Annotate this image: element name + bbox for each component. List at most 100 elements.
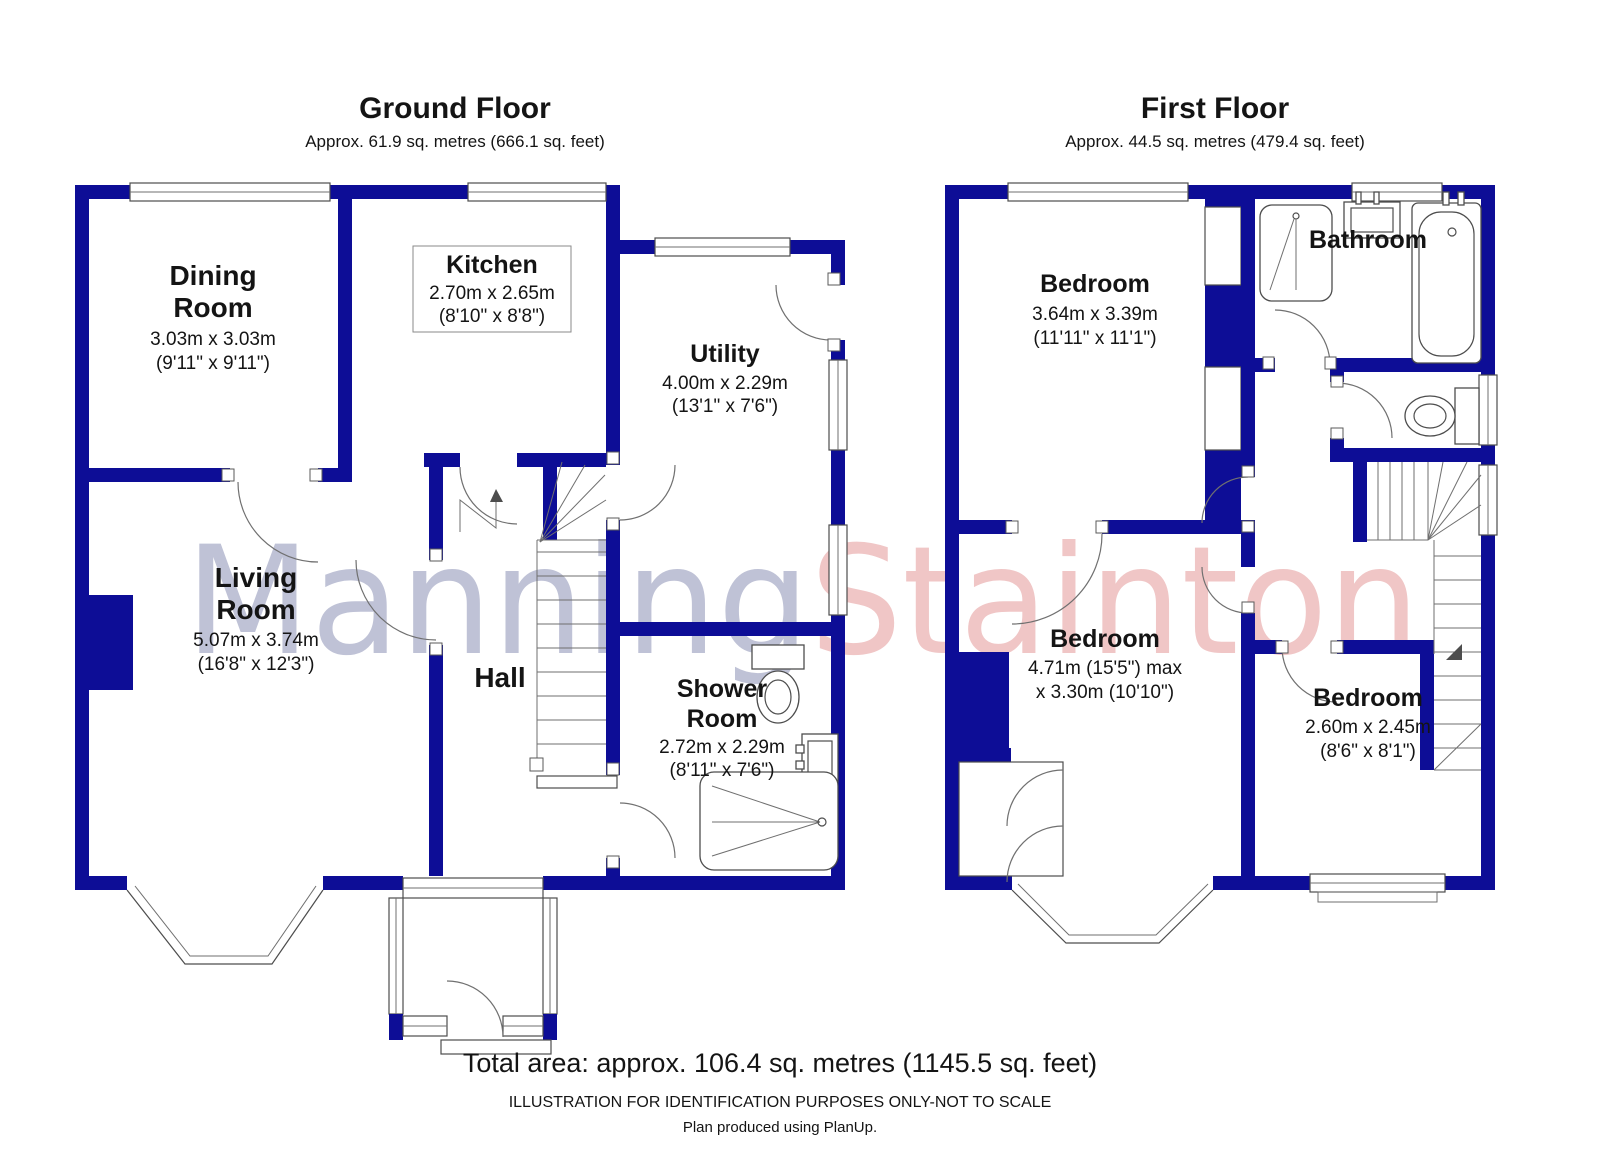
first-floor-windows [1007,182,1498,944]
first-door-jambs [1005,356,1344,654]
watermark-stainton: Stainton [810,515,1420,689]
total-area-text: Total area: approx. 106.4 sq. metres (11… [463,1048,1097,1078]
svg-text:Room: Room [687,705,758,733]
porch [388,877,558,1055]
wc-door-arc [1336,382,1393,439]
first-floor-subtitle: Approx. 44.5 sq. metres (479.4 sq. feet) [1065,132,1365,151]
stairs-window [1478,464,1498,536]
shower-room-door-arc [619,802,676,859]
svg-text:Bedroom: Bedroom [1313,684,1423,712]
svg-text:4.71m (15'5") max: 4.71m (15'5") max [1028,658,1182,679]
front-door-arc [446,980,504,1038]
ground-floor-walls [75,185,845,890]
bathroom-fixtures [1259,191,1482,445]
kitchen-label: Kitchen 2.70m x 2.65m (8'10" x 8'8") [412,245,572,333]
footer: Total area: approx. 106.4 sq. metres (11… [463,1048,1097,1136]
shower-room-label: Shower Room 2.72m x 2.29m (8'11" x 7'6") [659,675,785,781]
utility-back-door-arc [775,284,832,341]
front-step [440,1039,552,1055]
stairs-ground [459,461,618,789]
svg-text:Kitchen: Kitchen [446,251,538,279]
watermark-manning: Manning [185,515,810,689]
svg-text:Bedroom: Bedroom [1050,625,1160,653]
svg-text:3.03m x 3.03m: 3.03m x 3.03m [150,329,276,350]
bedroom2-landing-door-arc [1201,566,1249,614]
svg-text:3.64m x 3.39m: 3.64m x 3.39m [1032,304,1158,325]
utility-window [654,237,791,257]
toilet-icon [751,644,805,724]
kitchen-window [467,182,607,202]
first-floor-plan: First Floor Approx. 44.5 sq. metres (479… [945,92,1498,944]
svg-text:Living: Living [215,562,297,593]
disclaimer-text: ILLUSTRATION FOR IDENTIFICATION PURPOSES… [509,1094,1052,1111]
ground-door-jambs [221,272,841,869]
svg-text:Shower: Shower [677,675,768,703]
stairs-arrow-head [1446,644,1462,660]
svg-text:Room: Room [173,292,252,323]
bath-icon [1411,191,1482,364]
bedroom3-window [1309,873,1446,903]
bedroom2-label: Bedroom 4.71m (15'5") max x 3.30m (10'10… [1028,625,1182,703]
bedroom1-label: Bedroom 3.64m x 3.39m (11'11" x 11'1") [1032,270,1158,349]
svg-text:2.72m x 2.29m: 2.72m x 2.29m [659,737,785,758]
bedroom1-door-arc [1201,476,1249,524]
wc-toilet-icon [1404,387,1480,445]
hall-label: Hall [474,662,525,693]
bedroom3-door-arc [1281,646,1338,703]
ground-floor-labels: Ground Floor Approx. 61.9 sq. metres (66… [150,92,788,781]
svg-text:2.70m x 2.65m: 2.70m x 2.65m [429,283,555,304]
svg-text:(9'11" x 9'11"): (9'11" x 9'11") [156,353,270,374]
fireplace-first [959,652,1009,748]
living-room-door-arc [355,559,437,641]
side-window-lower [828,524,848,616]
svg-text:(8'6" x 8'1"): (8'6" x 8'1") [1320,741,1416,762]
bedroom2-door-arc [1011,533,1103,625]
shower-room-fixtures [699,644,839,871]
svg-text:(16'8" x 12'3"): (16'8" x 12'3") [198,654,315,675]
dining-living-door-arc [237,481,319,563]
bathroom-sink-icon [1343,191,1401,239]
bay-window-ground [126,885,324,965]
shower-tray-icon [699,771,839,871]
ground-floor-subtitle: Approx. 61.9 sq. metres (666.1 sq. feet) [305,132,605,151]
living-room-label: Living Room 5.07m x 3.74m (16'8" x 12'3"… [193,562,319,675]
ground-floor-plan: Ground Floor Approx. 61.9 sq. metres (66… [75,92,848,1055]
cupboard [958,761,1064,883]
dining-room-label: Dining Room 3.03m x 3.03m (9'11" x 9'11"… [150,260,276,374]
dining-room-window [129,182,331,202]
produced-text: Plan produced using PlanUp. [683,1119,877,1136]
utility-side-window [828,359,848,451]
watermark: ManningStainton [185,515,1420,689]
svg-text:5.07m x 3.74m: 5.07m x 3.74m [193,630,319,651]
bay-window-first [1011,883,1214,944]
utility-label: Utility 4.00m x 2.29m (13'1" x 7'6") [662,340,788,417]
first-floor-labels: First Floor Approx. 44.5 sq. metres (479… [1028,92,1431,762]
svg-text:(8'10" x 8'8"): (8'10" x 8'8") [439,306,545,327]
ground-floor-title: Ground Floor [359,92,551,125]
svg-text:(11'11" x 11'1"): (11'11" x 11'1") [1033,328,1156,349]
bedroom1-window [1007,182,1189,202]
stairs-first [1367,461,1482,771]
svg-text:Dining: Dining [169,260,256,291]
svg-text:(8'11" x 7'6"): (8'11" x 7'6") [670,760,775,781]
first-floor-title: First Floor [1141,92,1290,125]
kitchen-hall-door-arc [459,466,518,525]
svg-text:(13'1" x 7'6"): (13'1" x 7'6") [672,396,778,417]
fireplace-ground [89,595,133,690]
shower-tray-first-icon [1259,204,1333,302]
svg-text:Bedroom: Bedroom [1040,270,1150,298]
svg-text:4.00m x 2.29m: 4.00m x 2.29m [662,373,788,394]
bedroom3-label: Bedroom 2.60m x 2.45m (8'6" x 8'1") [1305,684,1431,762]
wc-window [1478,374,1498,446]
svg-text:Room: Room [216,594,295,625]
first-floor-doors [958,309,1393,883]
ground-floor-windows [126,182,848,965]
bathroom-window [1351,182,1443,202]
svg-text:x 3.30m (10'10"): x 3.30m (10'10") [1036,682,1174,703]
svg-text:Utility: Utility [690,340,760,368]
stairs-direction-arrow [459,498,497,532]
hall-utility-door-arc [619,464,676,521]
svg-text:2.60m x 2.45m: 2.60m x 2.45m [1305,717,1431,738]
